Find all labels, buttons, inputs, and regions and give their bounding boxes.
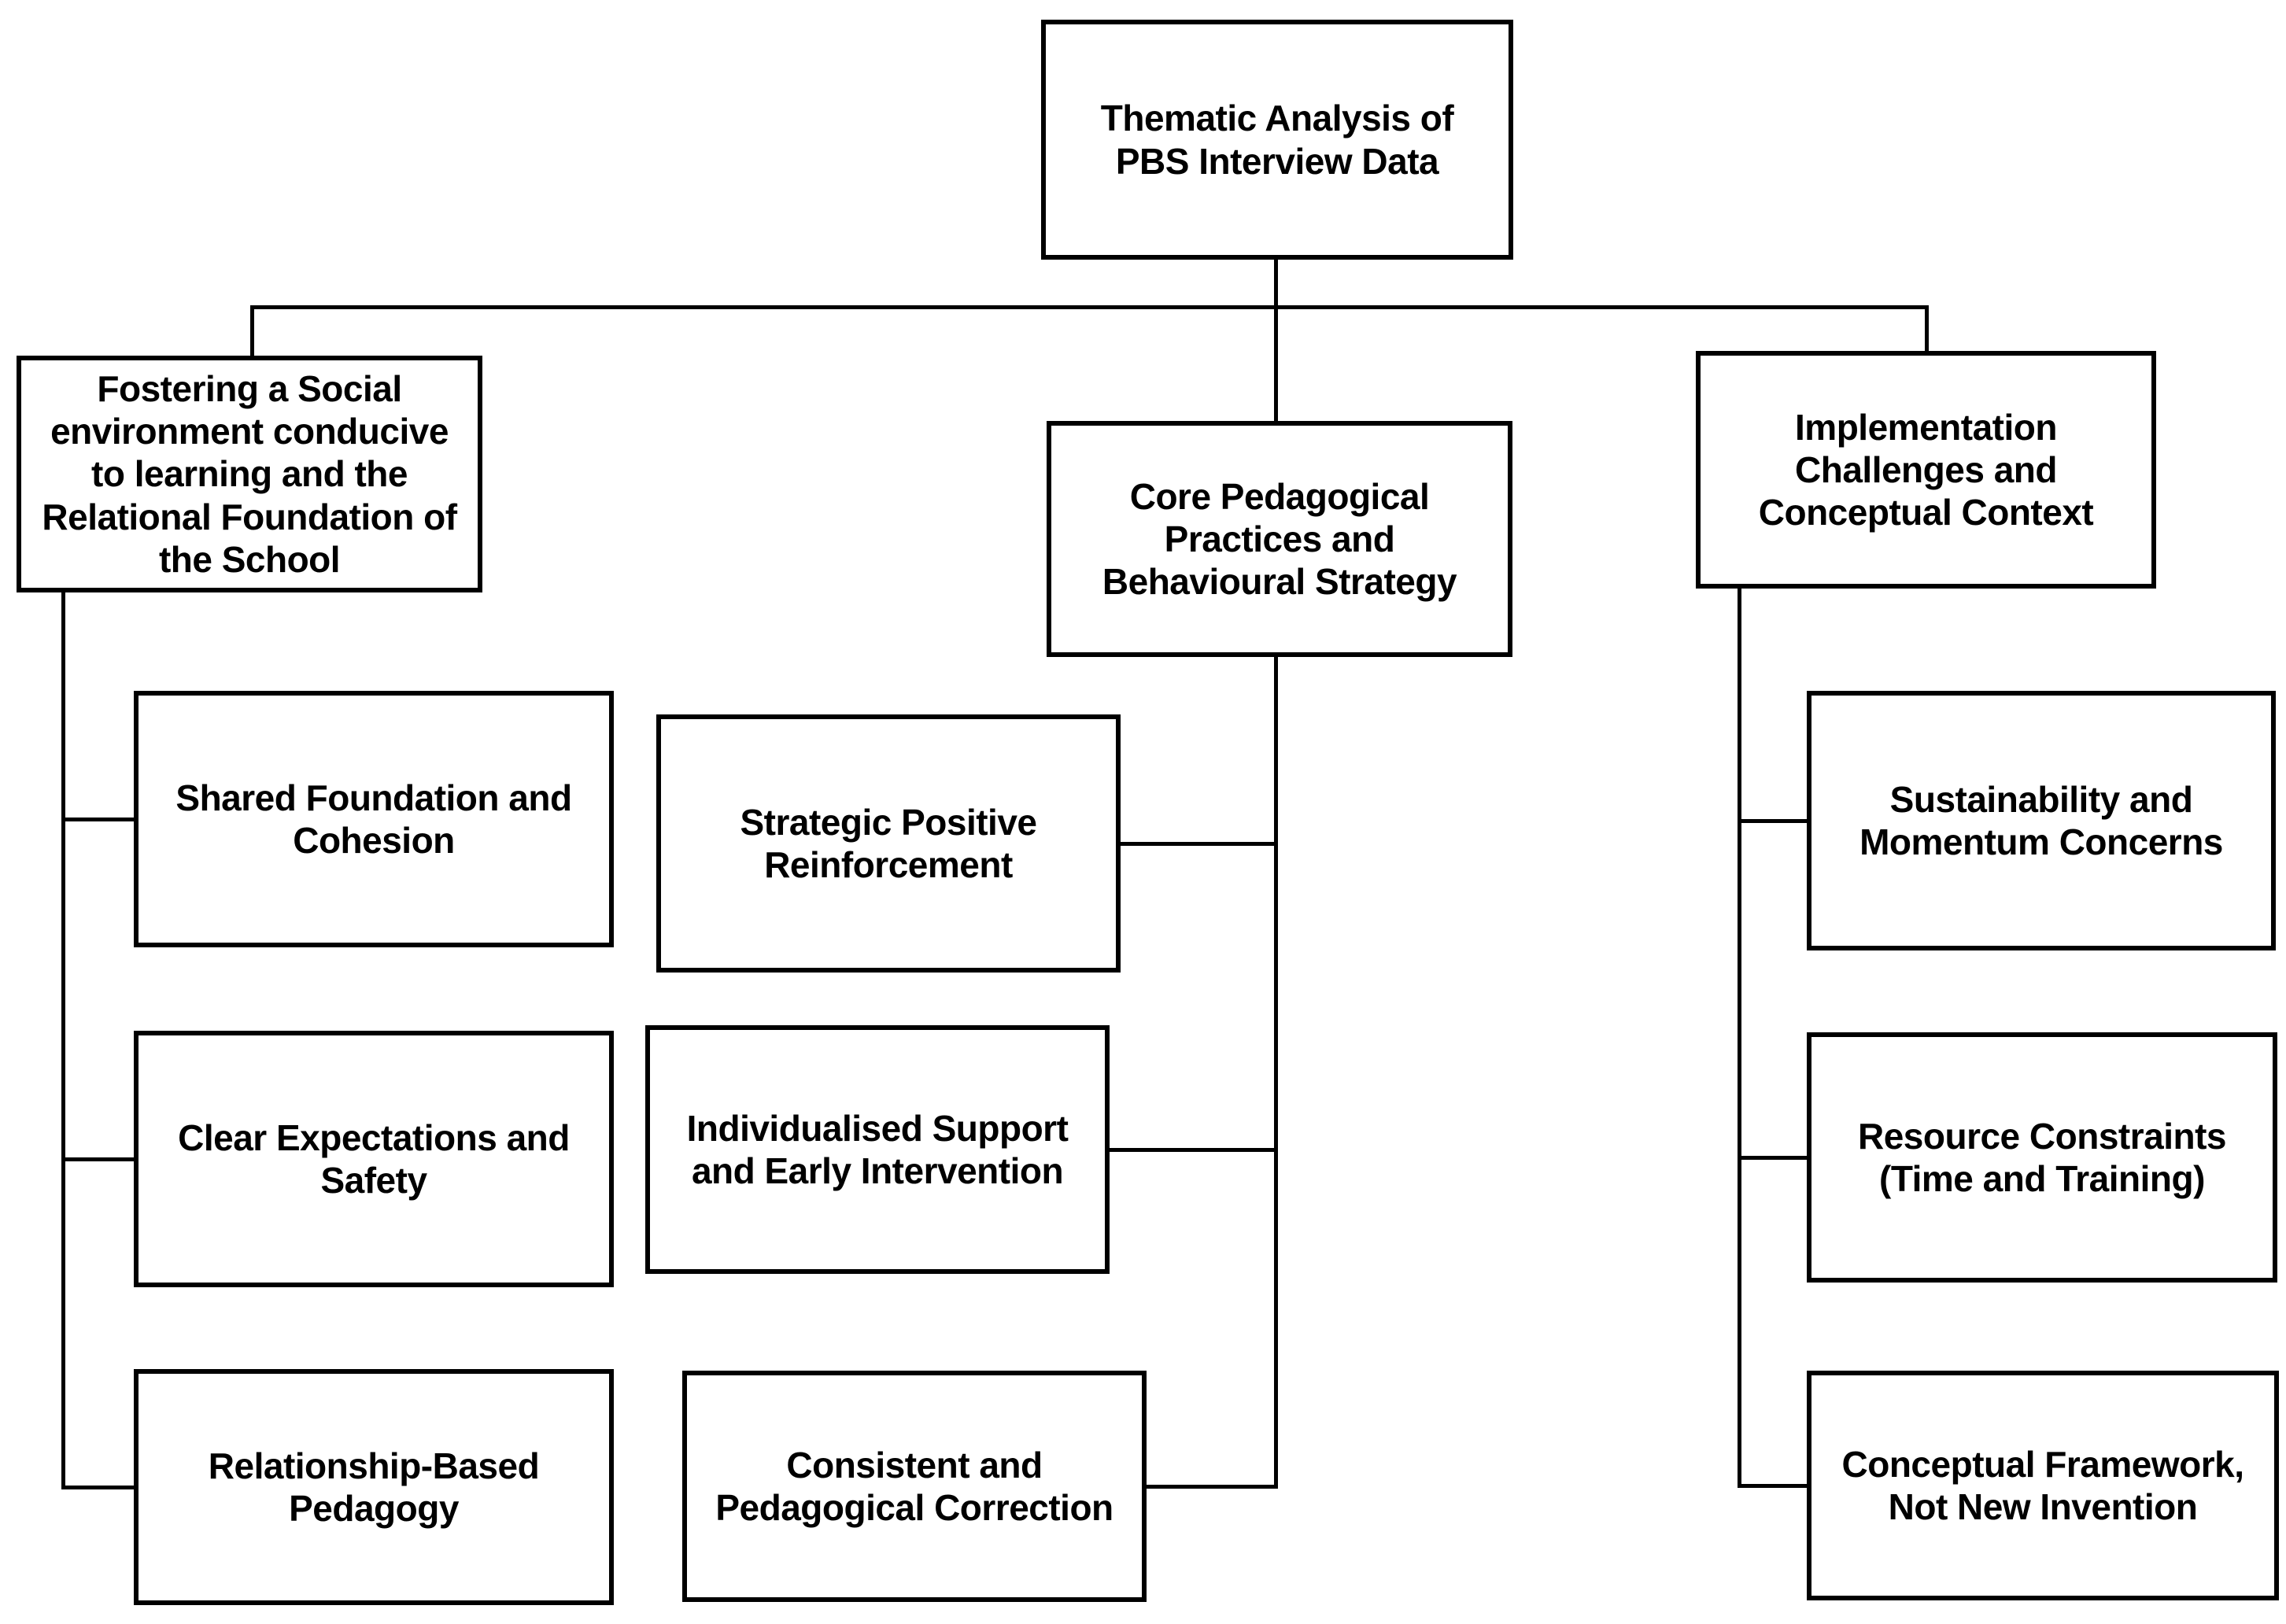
node-root-label: Thematic Analysis of PBS Interview Data xyxy=(1100,98,1454,182)
node-subtheme-consistent-correction: Consistent and Pedagogical Correction xyxy=(682,1371,1147,1602)
connector-middle-stub-3 xyxy=(1144,1485,1276,1489)
connector-root-to-main xyxy=(1274,260,1278,425)
node-subtheme-relationship-pedagogy: Relationship-Based Pedagogy xyxy=(134,1369,614,1605)
connector-main-horizontal xyxy=(250,305,1929,309)
node-subtheme-strategic-reinforcement: Strategic Positive Reinforcement xyxy=(656,714,1121,973)
connector-middle-stub-1 xyxy=(1118,842,1276,846)
connector-left-stub-3 xyxy=(61,1486,136,1489)
node-theme-implementation-challenges-label: Implementation Challenges and Conceptual… xyxy=(1758,406,2094,533)
connector-right-stub-2 xyxy=(1738,1156,1811,1160)
node-theme-core-pedagogical-label: Core Pedagogical Practices and Behaviour… xyxy=(1102,475,1457,603)
node-theme-implementation-challenges: Implementation Challenges and Conceptual… xyxy=(1696,351,2156,589)
node-subtheme-shared-foundation: Shared Foundation and Cohesion xyxy=(134,691,614,947)
connector-right-stub-3 xyxy=(1738,1484,1811,1488)
node-theme-core-pedagogical: Core Pedagogical Practices and Behaviour… xyxy=(1047,421,1512,657)
connector-left-stub-1 xyxy=(61,818,136,821)
connector-left-trunk xyxy=(61,592,65,1489)
node-subtheme-resource-constraints: Resource Constraints (Time and Training) xyxy=(1807,1032,2277,1283)
node-subtheme-individualised-support-label: Individualised Support and Early Interve… xyxy=(686,1107,1069,1191)
node-subtheme-clear-expectations-label: Clear Expectations and Safety xyxy=(178,1116,570,1201)
node-subtheme-strategic-reinforcement-label: Strategic Positive Reinforcement xyxy=(740,801,1037,885)
node-subtheme-shared-foundation-label: Shared Foundation and Cohesion xyxy=(175,777,572,861)
node-subtheme-conceptual-framework-label: Conceptual Framework, Not New Invention xyxy=(1841,1443,2244,1527)
node-theme-social-environment: Fostering a Social environment conducive… xyxy=(17,356,482,592)
node-subtheme-individualised-support: Individualised Support and Early Interve… xyxy=(645,1025,1110,1274)
node-subtheme-sustainability-concerns-label: Sustainability and Momentum Concerns xyxy=(1859,778,2223,862)
node-subtheme-resource-constraints-label: Resource Constraints (Time and Training) xyxy=(1857,1115,2227,1199)
connector-right-stub-1 xyxy=(1738,819,1811,823)
node-subtheme-conceptual-framework: Conceptual Framework, Not New Invention xyxy=(1807,1371,2279,1600)
node-subtheme-sustainability-concerns: Sustainability and Momentum Concerns xyxy=(1807,691,2276,950)
connector-middle-stub-2 xyxy=(1107,1148,1276,1152)
connector-left-drop xyxy=(250,305,254,359)
connector-left-stub-2 xyxy=(61,1157,136,1161)
connector-right-drop xyxy=(1925,305,1929,354)
node-theme-social-environment-label: Fostering a Social environment conducive… xyxy=(42,367,457,580)
node-subtheme-clear-expectations: Clear Expectations and Safety xyxy=(134,1031,614,1287)
node-subtheme-relationship-pedagogy-label: Relationship-Based Pedagogy xyxy=(208,1445,540,1529)
node-subtheme-consistent-correction-label: Consistent and Pedagogical Correction xyxy=(715,1444,1113,1528)
connector-middle-trunk xyxy=(1274,657,1278,1489)
connector-right-trunk xyxy=(1738,589,1741,1488)
node-root: Thematic Analysis of PBS Interview Data xyxy=(1041,20,1513,260)
